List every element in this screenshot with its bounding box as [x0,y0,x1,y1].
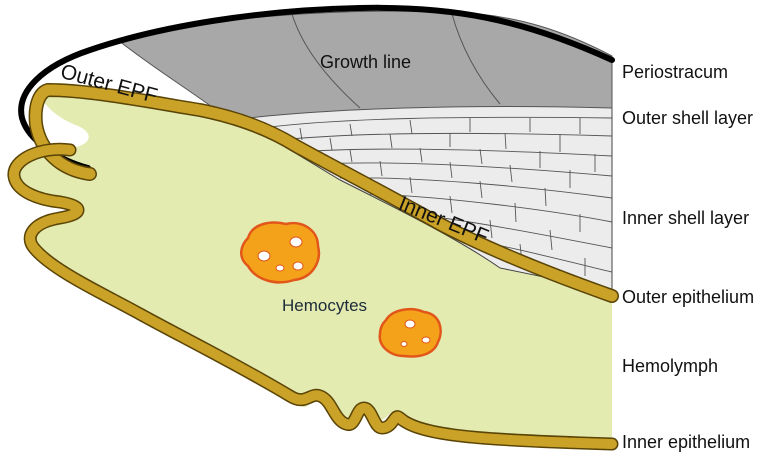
label-inner-epithelium: Inner epithelium [622,432,750,453]
growth-line-label: Growth line [320,52,411,73]
hemocytes-label: Hemocytes [282,296,367,316]
label-periostracum: Periostracum [622,62,728,83]
label-hemolymph: Hemolymph [622,356,718,377]
label-inner-shell-layer: Inner shell layer [622,208,749,229]
label-outer-shell-layer: Outer shell layer [622,108,753,129]
hemocyte-1 [241,223,319,283]
hemocyte-2 [380,309,441,356]
label-outer-epithelium: Outer epithelium [622,287,754,308]
